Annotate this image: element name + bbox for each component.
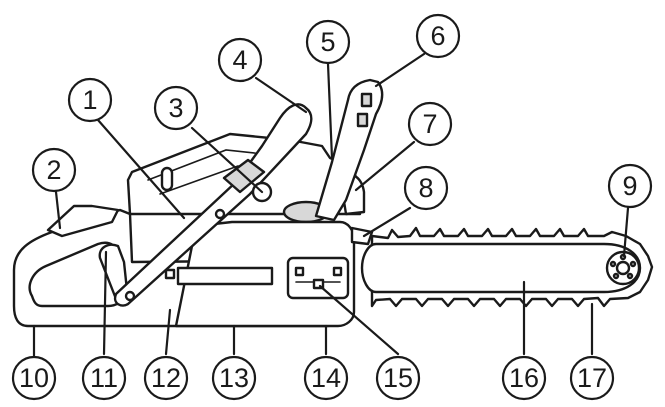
callout-15-text: 15 [383,363,413,393]
callout-1: 1 [67,77,113,123]
label-plate [176,266,274,286]
callout-14: 14 [303,355,349,401]
front-handle [113,103,313,307]
guide-bar-group [360,226,654,308]
callout-9-circle [607,163,653,209]
callout-1-circle [67,77,113,123]
callout-6: 6 [415,13,461,59]
callout-2: 2 [31,147,77,193]
callout-4-circle [217,37,263,83]
chain-catcher [350,226,374,246]
callout-4-text: 4 [232,45,247,75]
leader-2 [54,190,62,230]
callout-16-text: 16 [509,363,539,393]
callout-6-circle [415,13,461,59]
sprocket-dot [609,260,617,268]
callout-13-circle [211,355,257,401]
callout-13: 13 [211,355,257,401]
leader-1 [96,118,186,220]
small-marker [164,268,176,280]
callout-13-text: 13 [219,363,249,393]
chain-tension-plate [286,256,350,300]
callout-7-circle [407,101,453,147]
callout-14-circle [303,355,349,401]
callout-3: 3 [153,85,199,131]
guide-bar [360,242,642,294]
callout-5: 5 [305,19,351,65]
callout-9: 9 [607,163,653,209]
callout-4: 4 [217,37,263,83]
leader-5 [326,62,334,160]
leader-lines [32,52,630,358]
callout-16-circle [501,355,547,401]
hand-guard-slot-upper [360,92,373,108]
handle-screw-lower [124,290,136,302]
callout-1-text: 1 [82,85,97,115]
sprocket-hub [615,260,631,276]
callout-3-text: 3 [168,93,183,123]
callouts: 1 2 3 4 5 6 7 8 9 10 11 12 13 14 15 16 1… [11,13,653,401]
leader-11 [102,250,108,356]
callout-10-circle [11,355,57,401]
leader-9 [622,206,630,258]
sprocket-dot [612,272,620,280]
callout-9-text: 9 [622,171,637,201]
callout-10: 10 [11,355,57,401]
callout-16: 16 [501,355,547,401]
callout-6-text: 6 [430,21,445,51]
callout-2-text: 2 [46,155,61,185]
callout-12-circle [143,355,189,401]
leader-7 [354,140,416,192]
leader-8 [362,206,412,238]
callout-17-circle [569,355,615,401]
callout-17-text: 17 [577,363,607,393]
callout-5-circle [305,19,351,65]
callout-15: 15 [375,355,421,401]
callout-11-text: 11 [90,363,118,393]
callout-10-text: 10 [19,363,49,393]
callout-11: 11 [81,355,127,401]
plate-marker-left [294,266,305,277]
plate-marker-right [332,266,343,277]
leader-6 [374,52,426,88]
callout-2-circle [31,147,77,193]
callout-12: 12 [143,355,189,401]
callout-14-text: 14 [311,363,341,393]
hand-guard-slot-lower [356,112,369,128]
callout-11-circle [81,355,127,401]
leader-15 [318,284,400,356]
leader-4 [254,76,308,114]
handle-screw-upper [214,208,226,220]
chain-tension-screw [312,278,325,290]
callout-15-circle [375,355,421,401]
callout-8-circle [403,165,449,211]
sprocket-dot [626,272,634,280]
cover-slot [160,166,174,192]
throttle-lockout [46,204,120,238]
callout-8: 8 [403,165,449,211]
callout-7-text: 7 [422,109,437,139]
callout-8-text: 8 [418,173,433,203]
leader-3 [190,126,264,194]
callout-7: 7 [407,101,453,147]
callout-17: 17 [569,355,615,401]
leader-12 [164,308,172,356]
sprocket-dot [629,260,637,268]
callout-3-circle [153,85,199,131]
callout-12-text: 12 [151,363,181,393]
callout-5-text: 5 [320,27,335,57]
